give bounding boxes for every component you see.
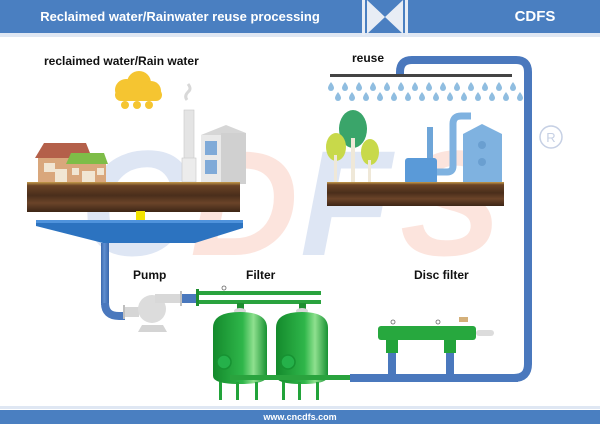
disc-filter-label: Disc filter [414,268,469,282]
sand-filter-unit [196,285,350,400]
water-droplet-icon [440,82,446,91]
water-droplet-icon [468,82,474,91]
water-droplet-icon [391,92,397,101]
ground-slab-right [327,182,504,206]
source-label: reclaimed water/Rain water [44,54,199,68]
water-droplet-icon [384,82,390,91]
water-droplet-icon [475,92,481,101]
water-droplet-icon [510,82,516,91]
water-droplets [328,82,523,101]
water-droplet-icon [496,82,502,91]
water-droplet-icon [433,92,439,101]
footer-divider [0,406,600,409]
water-droplet-icon [398,82,404,91]
water-droplet-icon [370,82,376,91]
smoke-icon [184,83,192,101]
water-droplet-icon [517,92,523,101]
filter-label: Filter [246,268,276,282]
water-droplet-icon [489,92,495,101]
water-droplet-icon [405,92,411,101]
header-divider [0,33,600,37]
water-droplet-icon [461,92,467,101]
outlet-pipe [350,56,532,382]
water-droplet-icon [412,82,418,91]
brand-name: CDFS [514,8,556,25]
water-droplet-icon [503,92,509,101]
footer-url[interactable]: www.cncdfs.com [263,412,337,422]
water-droplet-icon [482,82,488,91]
office-building [201,125,246,184]
chimney [181,109,197,183]
water-droplet-icon [447,92,453,101]
registered-mark-icon [539,125,563,149]
pressure-gauge-icon [221,285,227,291]
trees [326,110,379,183]
reuse-label: reuse [352,51,385,65]
valve-logo-icon [362,0,408,35]
water-droplet-icon [419,92,425,101]
water-droplet-icon [342,82,348,91]
pump-label: Pump [133,268,167,282]
houses [35,143,108,184]
header-bar [0,0,600,33]
ground-slab-left [27,182,240,212]
collection-basin [36,220,243,243]
water-droplet-icon [328,82,334,91]
water-droplet-icon [335,92,341,101]
inlet-pipe [101,243,139,320]
water-droplet-icon [454,82,460,91]
disc-filter-unit [378,317,494,375]
rain-cloud-icon [115,71,162,109]
water-droplet-icon [349,92,355,101]
footer-bar [0,410,600,424]
registered-letter: R [546,130,555,145]
water-droplet-icon [363,92,369,101]
page-title: Reclaimed water/Rainwater reuse processi… [40,9,320,24]
water-droplet-icon [356,82,362,91]
scrubber-equipment [405,112,502,184]
spray-bar [330,74,512,77]
water-droplet-icon [426,82,432,91]
water-droplet-icon [377,92,383,101]
pump-icon [138,291,196,332]
